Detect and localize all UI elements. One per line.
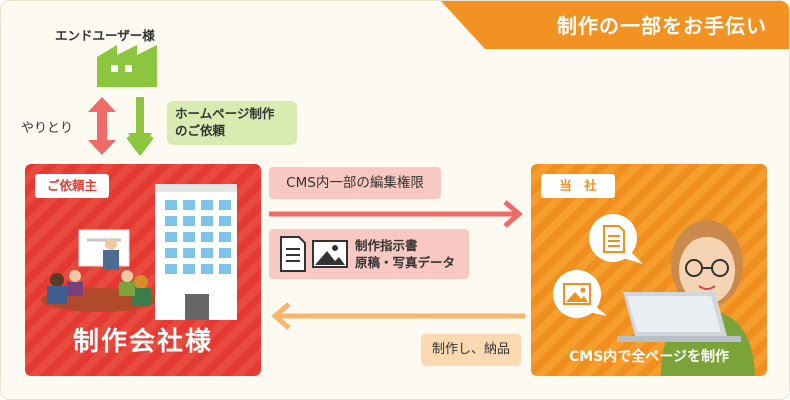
client-illustration xyxy=(41,184,237,320)
right-arrow-icon xyxy=(269,200,523,228)
request-down-arrow-icon xyxy=(126,97,154,155)
photo-bubble-icon xyxy=(553,270,607,318)
our-company-panel: 当 社 xyxy=(531,164,767,376)
laptop-icon xyxy=(617,292,741,342)
meeting-icon xyxy=(41,229,157,312)
our-company-caption: CMS内で全ページを制作 xyxy=(568,349,729,365)
exchange-label: やりとり xyxy=(21,121,74,136)
documents-text: 制作指示書 原稿・写真データ xyxy=(355,237,455,271)
left-arrow-icon xyxy=(271,302,525,330)
document-bubble-icon xyxy=(589,214,643,264)
client-name: 制作会社様 xyxy=(72,327,213,357)
client-panel: ご依頼主 xyxy=(25,164,261,376)
banner-title: 制作の一部をお手伝い xyxy=(557,14,767,38)
staff-person-icon xyxy=(661,220,755,376)
documents-line-2: 原稿・写真データ xyxy=(355,255,456,270)
document-and-photo-icons xyxy=(280,236,348,272)
photo-icon xyxy=(312,240,348,268)
exchange-updown-arrow-icon xyxy=(88,97,116,155)
end-user-label: エンドユーザー様 xyxy=(55,28,155,43)
office-building-icon xyxy=(155,184,237,320)
our-company-badge: 当 社 xyxy=(541,174,615,198)
factory-icon xyxy=(97,45,157,87)
documents-box: 制作指示書 原稿・写真データ xyxy=(269,229,469,279)
request-line-2: のご依頼 xyxy=(175,123,226,138)
request-line-1: ホームページ制作 xyxy=(175,106,275,121)
document-icon xyxy=(280,236,306,272)
delivery-label: 制作し、納品 xyxy=(421,334,521,366)
client-badge: ご依頼主 xyxy=(35,174,109,198)
cms-rights-label: CMS内一部の編集権限 xyxy=(269,167,441,199)
documents-line-1: 制作指示書 xyxy=(355,238,418,253)
our-company-illustration xyxy=(553,214,755,376)
request-bubble: ホームページ制作 のご依頼 xyxy=(167,101,297,145)
title-banner xyxy=(441,1,789,49)
